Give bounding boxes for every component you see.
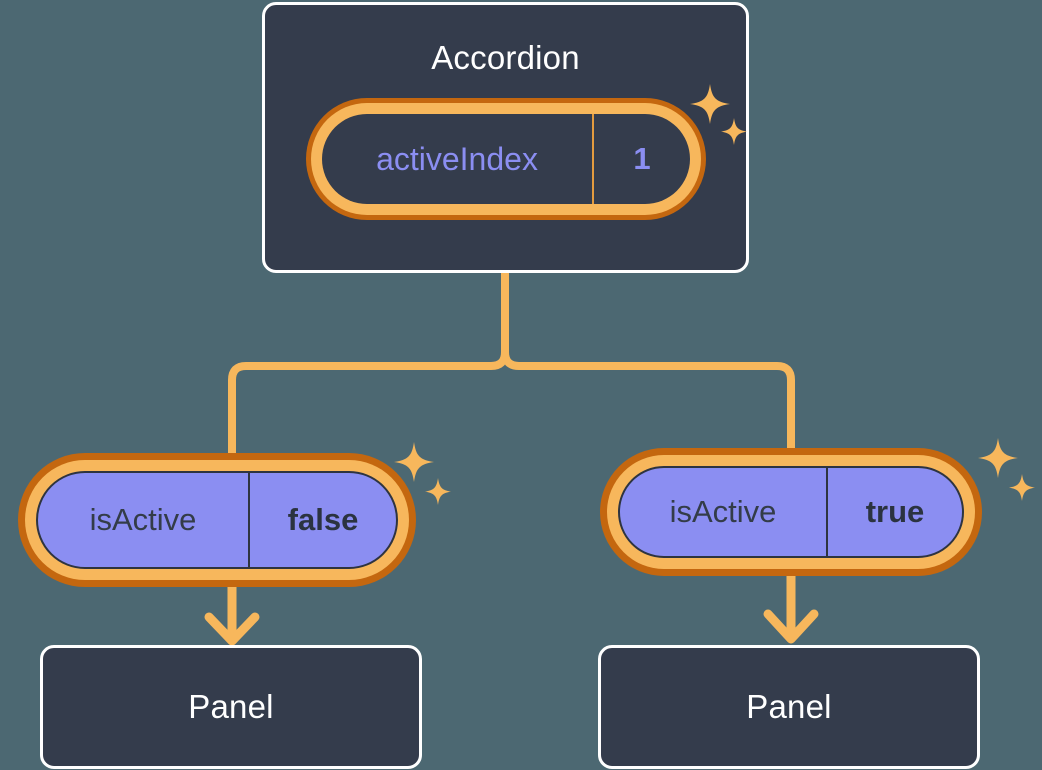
connector-right xyxy=(501,269,795,464)
prop-key-label: isActive xyxy=(620,468,828,556)
state-value-label: 1 xyxy=(633,141,651,176)
prop-value-label: false xyxy=(287,502,359,537)
pill-body: activeIndex 1 xyxy=(322,114,690,204)
component-title-panel-right: Panel xyxy=(746,688,832,725)
pill-body: isActive false xyxy=(36,471,398,569)
component-node-panel-left[interactable]: Panel xyxy=(40,645,422,769)
state-pill-isactive-false[interactable]: isActive false xyxy=(18,453,416,587)
prop-value-label: true xyxy=(865,494,925,529)
component-title-accordion: Accordion xyxy=(431,39,580,76)
component-title-panel-left: Panel xyxy=(188,688,274,725)
state-pill-activeindex[interactable]: activeIndex 1 xyxy=(306,98,706,220)
component-node-panel-right[interactable]: Panel xyxy=(598,645,980,769)
connector-left xyxy=(228,269,509,466)
sparkle-icon-right xyxy=(976,436,1038,512)
prop-key-label: isActive xyxy=(38,473,250,567)
arrow-down-icon-right xyxy=(763,570,819,644)
state-key-label: activeIndex xyxy=(322,114,594,204)
pill-body: isActive true xyxy=(618,466,964,558)
state-pill-isactive-true[interactable]: isActive true xyxy=(600,448,982,576)
